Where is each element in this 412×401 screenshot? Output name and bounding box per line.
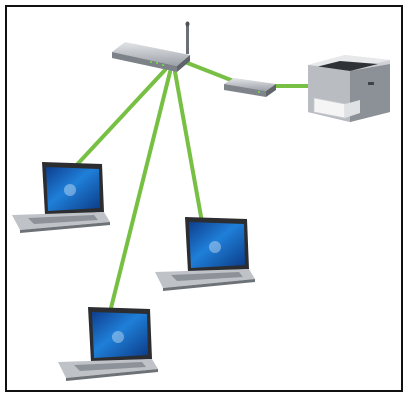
- link-router-laptop-a: [70, 68, 167, 172]
- router-icon: [112, 21, 190, 72]
- link-router-print-server: [183, 60, 238, 84]
- print-server-icon: [224, 78, 276, 97]
- printer-icon: [308, 55, 390, 122]
- link-router-laptop-b: [173, 70, 204, 224]
- laptop-icon: [155, 217, 255, 291]
- laptop-icon: [12, 162, 110, 233]
- laptop-icon: [58, 307, 158, 381]
- link-router-laptop-c: [108, 70, 172, 314]
- network-links: [70, 60, 314, 314]
